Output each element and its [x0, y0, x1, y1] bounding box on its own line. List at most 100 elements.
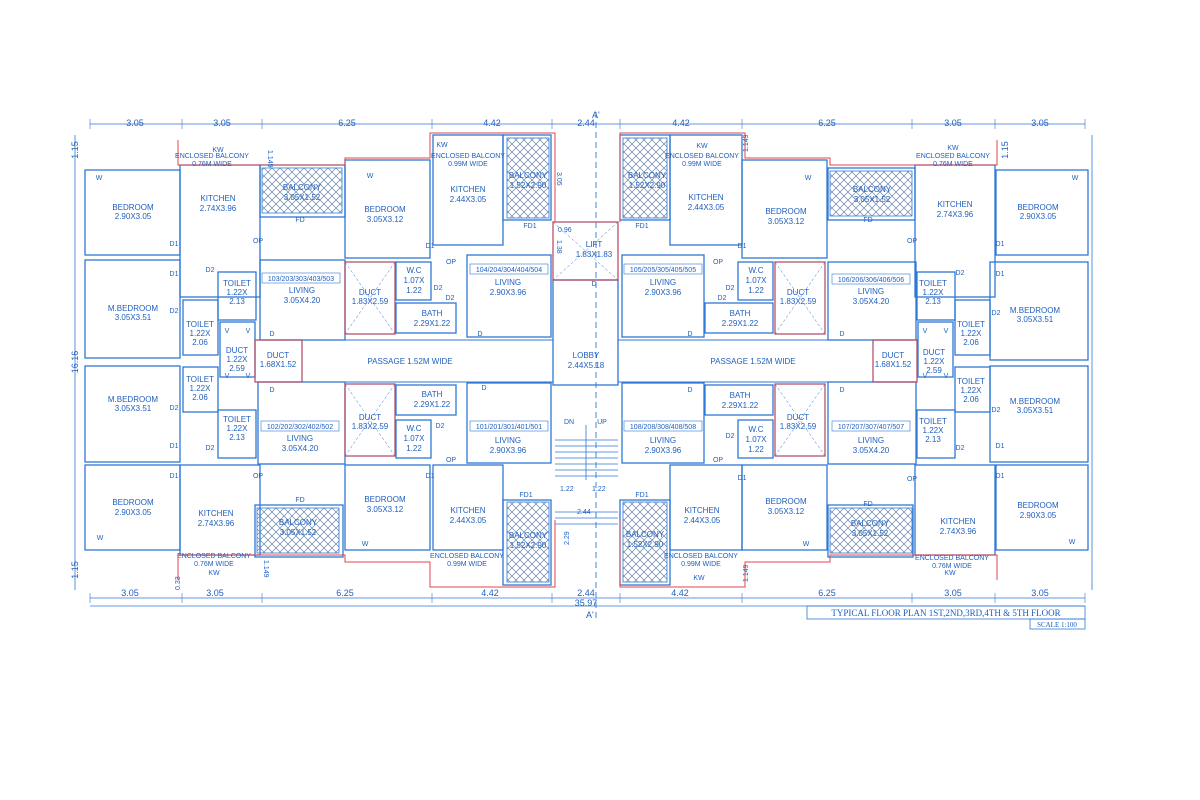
kw-marker: KW [693, 575, 705, 582]
unit-number: 108/208/308/408/508 [630, 424, 696, 431]
fd1-marker: FD1 [519, 492, 532, 499]
unit-number: 107/207/307/407/507 [838, 424, 904, 431]
d-marker: D [839, 331, 844, 338]
enclosed-balcony-width: 0.76M WIDE [194, 561, 234, 568]
w-marker: W [362, 541, 369, 548]
toilet-size-1: 1.22X [190, 384, 212, 393]
bath-label: BATH [422, 309, 443, 318]
living-size: 2.90X3.96 [490, 446, 527, 455]
op-marker: OP [907, 476, 917, 483]
bath-label: BATH [730, 309, 751, 318]
d-marker: D [269, 331, 274, 338]
enclosed-balcony-labels: ENCLOSED BALCONY 0.76M WIDE ENCLOSED BAL… [175, 153, 990, 570]
d2-marker: D2 [726, 433, 735, 440]
d2-marker: D2 [170, 405, 179, 412]
toilet-size-1: 1.22X [961, 329, 983, 338]
kw-marker: KW [947, 145, 959, 152]
bedroom-label: BEDROOM [112, 498, 154, 507]
fd1-marker: FD1 [635, 492, 648, 499]
dn-marker: DN [564, 419, 574, 426]
duct-label: DUCT [787, 288, 809, 297]
fd1-marker: FD1 [523, 223, 536, 230]
op-marker: OP [253, 473, 263, 480]
top-dim-6: 4.42 [672, 118, 690, 128]
inner-dimensions: 1.149 1.149 1.149 1.149 3.05 1.38 0.96 2… [175, 134, 750, 590]
duct-crosses [344, 221, 826, 457]
living-label: LIVING [495, 278, 521, 287]
bedroom-size: 3.05X3.12 [367, 215, 404, 224]
passage-label-right: PASSAGE 1.52M WIDE [710, 357, 795, 366]
passage [302, 339, 873, 383]
balcony-label: BALCONY [853, 185, 892, 194]
living-label: LIVING [287, 434, 313, 443]
bedroom-label: BEDROOM [364, 205, 406, 214]
toilet-size-1: 1.22X [961, 386, 983, 395]
dim-1149-b: 1.149 [262, 560, 269, 578]
fd-marker: FD [295, 217, 304, 224]
balcony-label: BALCONY [509, 171, 548, 180]
living-size: 3.05X4.20 [853, 446, 890, 455]
balcony-label: BALCONY [509, 531, 548, 540]
title-block: TYPICAL FLOOR PLAN 1ST,2ND,3RD,4TH & 5TH… [806, 605, 1086, 630]
overall-width: 35.97 [575, 598, 598, 608]
toilet-size-2: 2.13 [925, 297, 941, 306]
wc-size-1: 1.07X [746, 435, 768, 444]
toilet-size-1: 1.22X [190, 329, 212, 338]
d2-marker: D2 [956, 445, 965, 452]
top-dimension-labels: 3.05 3.05 6.25 4.42 2.44 4.42 6.25 3.05 … [126, 118, 1049, 128]
kitchen-size: 2.44X3.05 [450, 195, 487, 204]
dim-138: 1.38 [555, 240, 562, 254]
d1-marker: D1 [996, 443, 1005, 450]
room-labels-right: BEDROOM 2.90X3.05 M.BEDROOM 3.05X3.51 M.… [626, 171, 1061, 549]
wc-label: W.C [748, 266, 763, 275]
d1-marker: D1 [426, 243, 435, 250]
kitchen-label: KITCHEN [940, 517, 975, 526]
bedroom-size: 2.90X3.05 [115, 508, 152, 517]
m-bedroom-label: M.BEDROOM [1010, 306, 1061, 315]
toilet-size-1: 1.22X [923, 426, 945, 435]
m-bedroom-size: 3.05X3.51 [1017, 315, 1054, 324]
dim-1149-c: 1.149 [743, 134, 750, 152]
m-bedroom-label: M.BEDROOM [108, 304, 159, 313]
dim-033: 0.33 [175, 576, 182, 590]
balcony-label: BALCONY [628, 171, 667, 180]
d1-marker: D1 [170, 473, 179, 480]
m-bedroom-size: 3.05X3.51 [115, 313, 152, 322]
d-marker: D [687, 387, 692, 394]
living-size: 2.90X3.96 [490, 288, 527, 297]
lift-size: 1.83X1.83 [576, 250, 613, 259]
bedroom-label: BEDROOM [765, 207, 807, 216]
d-marker: D [687, 331, 692, 338]
top-dim-7: 6.25 [818, 118, 836, 128]
d1-marker: D1 [996, 241, 1005, 248]
bedroom-label: BEDROOM [112, 203, 154, 212]
bedroom-size: 3.05X3.12 [768, 507, 805, 516]
balcony-size: 1.52X2.90 [510, 181, 547, 190]
duct-label: DUCT [267, 351, 289, 360]
bath-size: 2.29X1.22 [414, 400, 451, 409]
op-marker: OP [713, 259, 723, 266]
lobby-label: LOBBY [573, 351, 600, 360]
bedroom-size: 2.90X3.05 [115, 212, 152, 221]
op-marker: OP [446, 457, 456, 464]
kitchen-size: 2.74X3.96 [200, 204, 237, 213]
top-dim-9: 3.05 [1031, 118, 1049, 128]
wc-size-2: 1.22 [748, 445, 764, 454]
kw-marker: KW [696, 143, 708, 150]
kw-marker: KW [944, 570, 956, 577]
enclosed-balcony-label: ENCLOSED BALCONY [175, 153, 249, 160]
dim-229: 2.29 [564, 531, 571, 545]
op-marker: OP [907, 238, 917, 245]
bottom-dim-3: 6.25 [336, 588, 354, 598]
balcony-hatches [256, 137, 913, 583]
toilet-label: TOILET [919, 417, 947, 426]
living-size: 3.05X4.20 [282, 444, 319, 453]
section-label-top: A' [592, 110, 600, 120]
w-marker: W [367, 173, 374, 180]
dim-122-a: 1.22 [560, 486, 574, 493]
unit-numbers: 103/203/303/403/503 104/204/304/404/504 … [260, 263, 911, 432]
bottom-dim-9: 3.05 [1031, 588, 1049, 598]
kitchen-label: KITCHEN [688, 193, 723, 202]
plan-title: TYPICAL FLOOR PLAN 1ST,2ND,3RD,4TH & 5TH… [831, 608, 1060, 618]
enclosed-balcony-label: ENCLOSED BALCONY [431, 153, 505, 160]
